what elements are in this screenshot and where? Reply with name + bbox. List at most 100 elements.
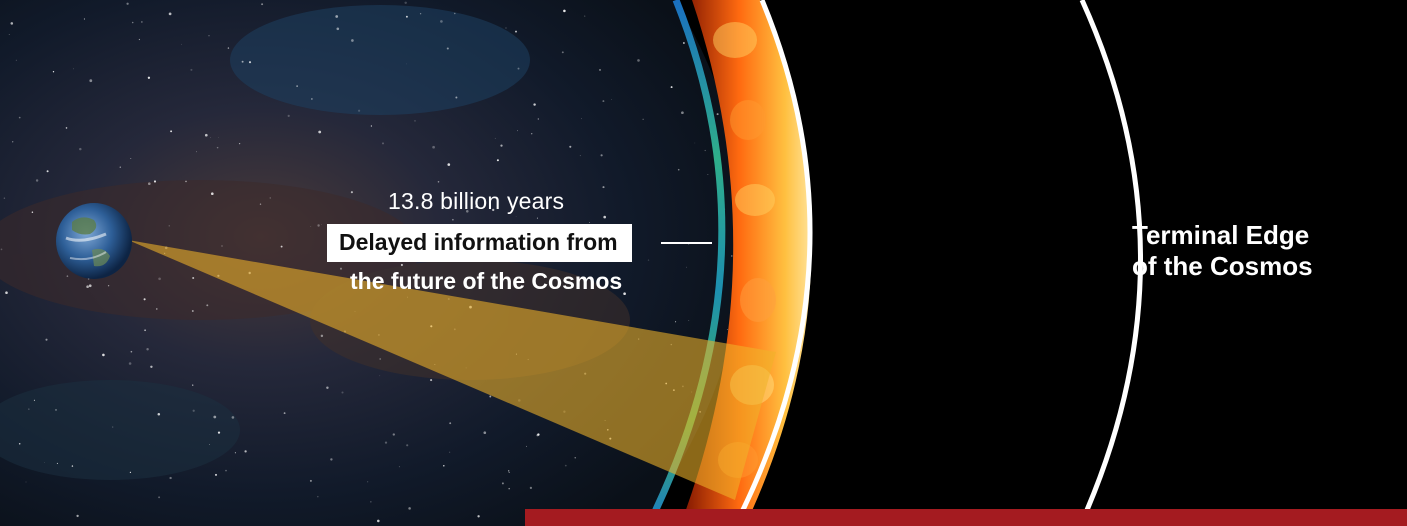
star (508, 279, 510, 282)
star (367, 481, 369, 483)
star (168, 12, 172, 16)
star (537, 118, 539, 120)
star (217, 431, 221, 434)
star (269, 197, 271, 199)
star (287, 114, 290, 117)
star (599, 68, 601, 71)
star (52, 71, 55, 73)
star (55, 409, 57, 411)
star (168, 225, 170, 227)
fire-band (680, 0, 812, 526)
star (406, 63, 407, 65)
star (688, 320, 690, 321)
star (311, 98, 313, 100)
star (496, 159, 499, 162)
info-label-line2: the future of the Cosmos (350, 268, 623, 294)
star (25, 481, 27, 483)
star (392, 433, 395, 436)
star (492, 208, 495, 212)
star (379, 375, 381, 377)
star (400, 263, 403, 267)
star (138, 38, 140, 41)
star (677, 168, 680, 171)
star (33, 399, 35, 401)
star (440, 20, 443, 23)
star (18, 442, 21, 445)
star (452, 218, 454, 221)
star (574, 457, 576, 459)
star (261, 3, 264, 6)
star (107, 285, 110, 287)
star (227, 47, 230, 49)
star (377, 519, 380, 523)
star (317, 495, 319, 498)
star (569, 145, 572, 148)
star (350, 191, 353, 194)
star (600, 154, 603, 157)
star (79, 147, 82, 151)
star (190, 68, 193, 71)
star (66, 275, 69, 277)
star (191, 310, 194, 312)
star (231, 416, 235, 419)
star (208, 35, 210, 37)
star (419, 13, 422, 15)
star (707, 174, 709, 176)
star (675, 321, 677, 323)
star (611, 99, 613, 100)
star (443, 465, 445, 467)
star (35, 179, 39, 182)
star (71, 465, 74, 467)
star (530, 132, 533, 135)
star (623, 292, 626, 296)
star (196, 151, 197, 153)
star (131, 21, 134, 24)
star (341, 391, 344, 394)
star (500, 144, 503, 147)
star (446, 47, 449, 50)
star (508, 487, 510, 490)
star (206, 304, 209, 307)
star (83, 18, 85, 20)
star (280, 245, 283, 248)
star (441, 194, 444, 197)
star (533, 103, 536, 106)
star (157, 413, 161, 416)
star (501, 482, 504, 485)
star (683, 42, 685, 44)
star (517, 67, 520, 70)
star (130, 350, 133, 353)
star (536, 217, 538, 219)
star (170, 130, 173, 133)
star (169, 476, 172, 480)
star (382, 142, 384, 145)
star (210, 192, 214, 196)
star (515, 30, 517, 33)
star (537, 433, 540, 436)
star (238, 142, 241, 145)
star (148, 182, 151, 185)
star (398, 466, 400, 468)
star (731, 255, 733, 257)
star (150, 365, 153, 368)
star (449, 422, 452, 425)
star (56, 462, 58, 464)
star (339, 267, 343, 270)
star (204, 133, 208, 137)
star (589, 222, 590, 223)
star (213, 415, 217, 419)
star (405, 15, 408, 18)
star (529, 486, 533, 490)
star (130, 158, 132, 159)
star (112, 426, 114, 428)
star (214, 473, 218, 476)
star (126, 2, 129, 5)
star (192, 409, 195, 412)
star (454, 12, 456, 15)
star (181, 43, 182, 45)
star (128, 362, 132, 365)
terminal-edge-line1: Terminal Edge (1132, 220, 1310, 250)
star (119, 166, 122, 168)
